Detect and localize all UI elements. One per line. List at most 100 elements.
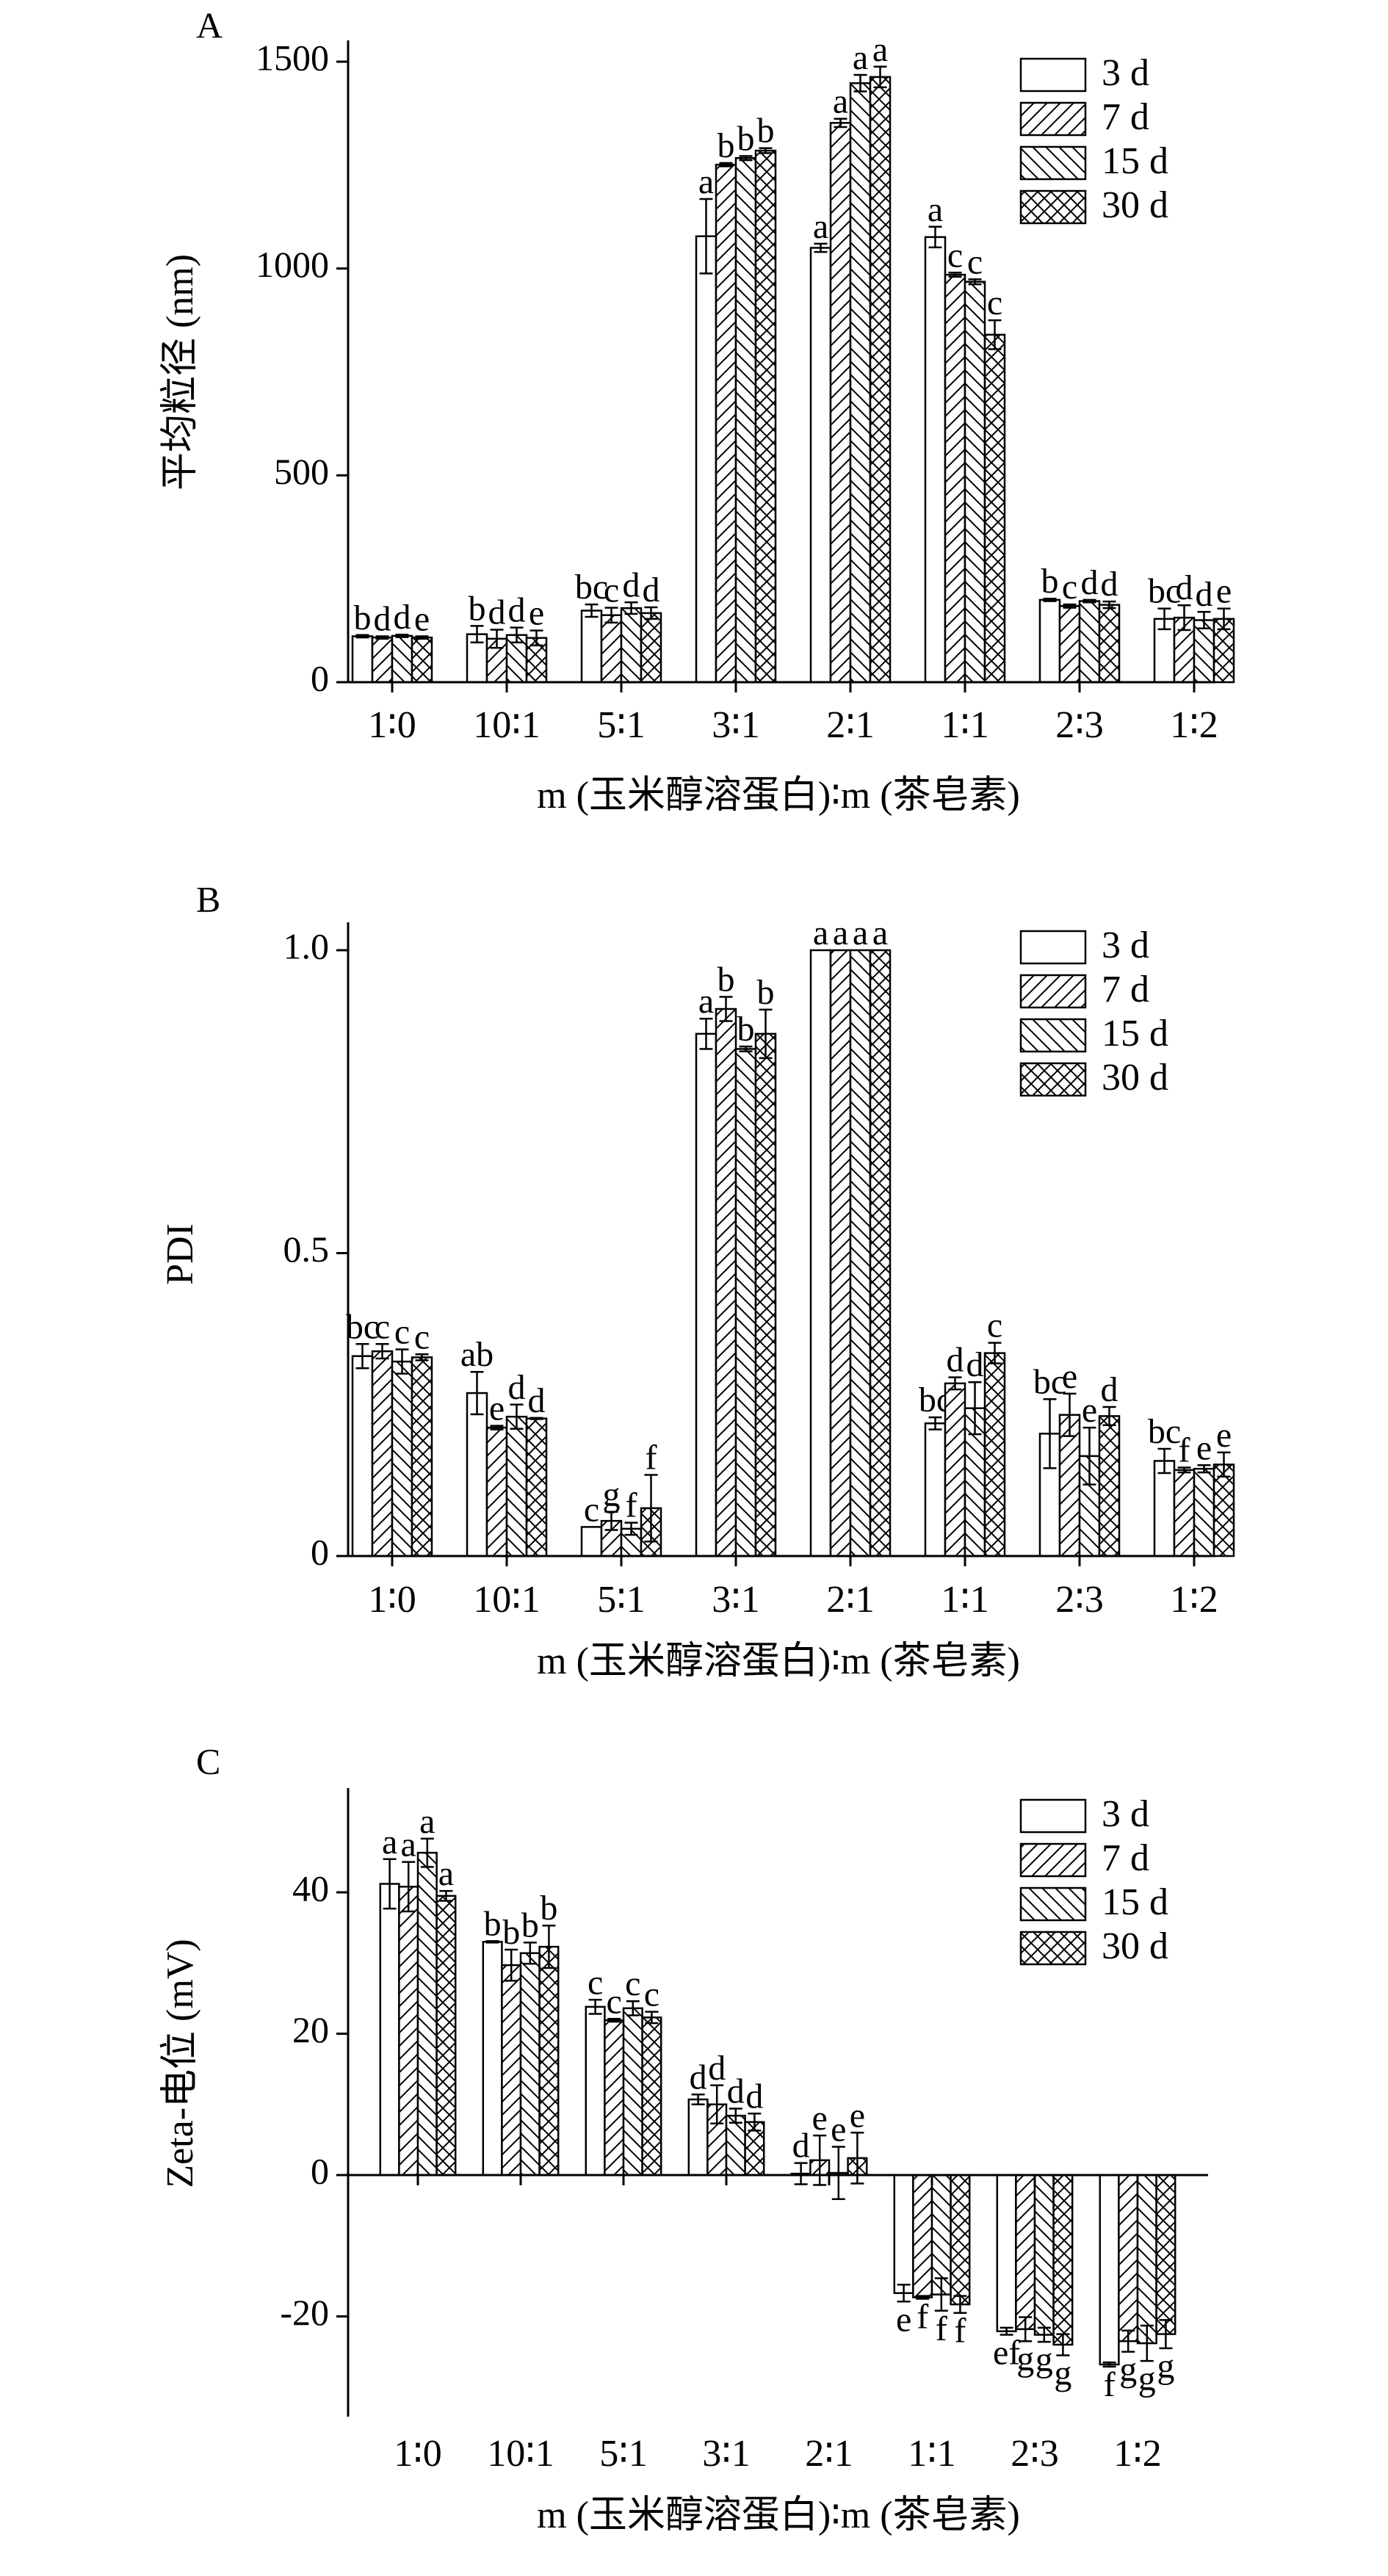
- y-tick-label: 1500: [256, 37, 329, 78]
- legend-swatch: [1019, 930, 1087, 965]
- x-tick-label: 2∶1: [826, 1579, 875, 1621]
- x-tick-label: 3∶1: [712, 704, 760, 746]
- significance-letter: c: [967, 242, 983, 281]
- significance-letter: c: [604, 571, 619, 610]
- bar-30d: [754, 1032, 777, 1557]
- significance-letter: b: [469, 589, 486, 628]
- bar-7d: [604, 2019, 625, 2177]
- bar-7d: [944, 1382, 966, 1557]
- bar-15d: [734, 1048, 757, 1557]
- y-tick-label: 0: [311, 657, 329, 698]
- bar-3d: [466, 1392, 488, 1557]
- bar-15d: [1078, 600, 1101, 684]
- significance-letter: e: [1196, 1428, 1212, 1467]
- bar-3d: [893, 2174, 914, 2294]
- bar-30d: [869, 949, 892, 1557]
- x-tick-label: 10∶1: [473, 1579, 541, 1621]
- significance-letter: d: [1081, 563, 1099, 602]
- significance-letter: d: [690, 2058, 707, 2096]
- x-tick-label: 1∶2: [1170, 704, 1218, 746]
- significance-letter: f: [646, 1438, 657, 1477]
- bar-3d: [687, 2098, 709, 2177]
- legend-swatch: [1019, 1931, 1087, 1966]
- significance-letter: a: [833, 82, 848, 121]
- significance-letter: d: [643, 571, 660, 609]
- significance-letter: a: [419, 1802, 435, 1841]
- significance-letter: a: [872, 30, 888, 69]
- significance-letter: a: [698, 982, 714, 1021]
- significance-letter: b: [540, 1889, 557, 1928]
- significance-letter: f: [1179, 1431, 1190, 1470]
- bar-30d: [983, 333, 1006, 684]
- legend-label: 7 d: [1102, 96, 1149, 138]
- bar-3d: [996, 2174, 1017, 2332]
- significance-letter: c: [375, 1307, 390, 1346]
- significance-letter: a: [382, 1823, 397, 1862]
- significance-letter: g: [1054, 2354, 1071, 2392]
- significance-letter: f: [917, 2297, 928, 2336]
- significance-letter: d: [745, 2077, 763, 2116]
- significance-letter: b: [737, 119, 755, 158]
- legend-label: 3 d: [1102, 1793, 1149, 1835]
- significance-letter: d: [947, 1341, 964, 1380]
- bar-7d: [1173, 1469, 1196, 1557]
- significance-letter: a: [853, 38, 868, 77]
- significance-letter: a: [813, 207, 828, 246]
- x-tick-label: 1∶1: [908, 2433, 956, 2475]
- significance-letter: c: [588, 1963, 603, 2002]
- significance-letter: c: [947, 236, 963, 275]
- significance-letter: b: [718, 126, 735, 165]
- x-tick-label: 3∶1: [702, 2433, 751, 2475]
- bar-15d: [416, 1851, 438, 2177]
- bar-30d: [411, 636, 433, 684]
- significance-letter: a: [853, 913, 868, 952]
- significance-letter: d: [1101, 565, 1118, 604]
- significance-letter: e: [1216, 572, 1232, 611]
- significance-letter: bc: [346, 1307, 379, 1346]
- significance-letter: c: [584, 1490, 599, 1529]
- bar-7d: [715, 164, 737, 684]
- significance-letter: b: [484, 1904, 502, 1943]
- significance-letter: d: [966, 1345, 984, 1384]
- legend-swatch: [1019, 1018, 1087, 1053]
- x-tick-label: 1∶1: [941, 704, 989, 746]
- significance-letter: e: [529, 594, 544, 633]
- legend-swatch: [1019, 1798, 1087, 1834]
- x-axis-label: m (玉米醇溶蛋白)∶m (茶皂素): [537, 775, 1020, 817]
- y-tick-label: 1.0: [283, 925, 330, 966]
- panel-label: C: [196, 1740, 220, 1781]
- significance-letter: c: [987, 283, 1002, 322]
- significance-letter: g: [1157, 2347, 1174, 2386]
- x-tick-label: 2∶3: [1055, 1579, 1104, 1621]
- legend-swatch: [1019, 189, 1087, 225]
- bar-7d: [501, 1964, 522, 2177]
- legend-label: 7 d: [1102, 969, 1149, 1010]
- bar-30d: [641, 2016, 662, 2177]
- bar-7d: [715, 1007, 737, 1557]
- bar-30d: [538, 1945, 560, 2177]
- bar-3d: [809, 247, 832, 684]
- legend-swatch: [1019, 57, 1087, 93]
- bar-30d: [1155, 2174, 1176, 2335]
- bar-3d: [379, 1883, 400, 2177]
- bar-7d: [1118, 2174, 1139, 2342]
- significance-letter: ef: [993, 2334, 1020, 2373]
- bar-3d: [809, 949, 832, 1557]
- bar-7d: [600, 614, 623, 684]
- x-axis-label: m (玉米醇溶蛋白)∶m (茶皂素): [537, 1640, 1020, 1682]
- significance-letter: e: [831, 2110, 846, 2149]
- y-tick-label: 40: [292, 1867, 329, 1909]
- significance-letter: bc: [1033, 1362, 1066, 1401]
- significance-letter: a: [401, 1826, 416, 1864]
- significance-letter: b: [718, 960, 735, 999]
- bar-15d: [849, 949, 872, 1557]
- legend: 3 d7 d15 d30 d: [1019, 1793, 1168, 1967]
- legend-swatch: [1019, 145, 1087, 181]
- legend: 3 d7 d15 d30 d: [1019, 925, 1168, 1099]
- bar-7d: [912, 2174, 933, 2298]
- bar-30d: [525, 1417, 548, 1557]
- bar-3d: [580, 1526, 603, 1557]
- y-tick-label: 0.5: [283, 1229, 330, 1270]
- significance-letter: d: [488, 593, 506, 632]
